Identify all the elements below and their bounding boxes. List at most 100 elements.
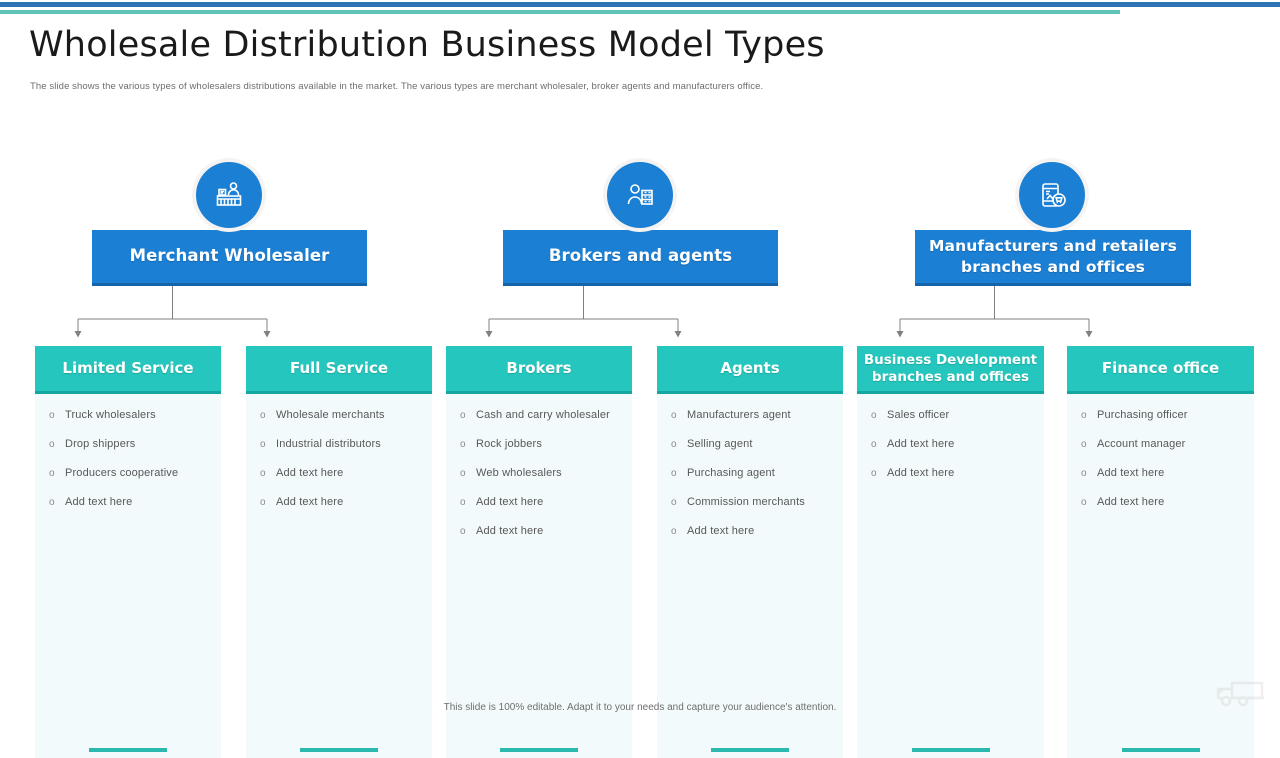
bullet-marker-icon: o — [1081, 438, 1087, 450]
list-item-label: Add text here — [276, 495, 344, 508]
card-heading[interactable]: Limited Service — [35, 346, 221, 394]
bullet-marker-icon: o — [260, 496, 266, 508]
card-accent-bar — [89, 748, 167, 752]
list-item-label: Truck wholesalers — [65, 409, 156, 421]
card-accent-bar — [1121, 748, 1200, 752]
bullet-marker-icon: o — [1081, 467, 1087, 479]
list-item[interactable]: o Add text here — [460, 495, 622, 511]
top-rule-teal — [0, 10, 1120, 14]
bullet-marker-icon: o — [260, 410, 266, 421]
list-item-label: Add text here — [687, 524, 755, 537]
connector-lines — [896, 286, 1093, 338]
list-item[interactable]: o Industrial distributors — [260, 437, 422, 453]
list-item[interactable]: o Add text here — [260, 466, 422, 482]
card-heading[interactable]: Business Development branches and office… — [857, 346, 1044, 394]
list-item[interactable]: o Manufacturers agent — [671, 408, 833, 424]
list-item-label: Add text here — [887, 437, 955, 450]
bullet-marker-icon: o — [49, 496, 55, 508]
list-item[interactable]: o Add text here — [460, 524, 622, 540]
card-accent-bar — [911, 748, 990, 752]
list-item-label: Add text here — [1097, 495, 1165, 508]
list-item[interactable]: o Add text here — [1081, 466, 1244, 482]
list-item-label: Sales officer — [887, 409, 950, 421]
list-item-label: Account manager — [1097, 437, 1186, 450]
list-item-label: Wholesale merchants — [276, 409, 385, 421]
card-accent-bar — [500, 748, 578, 752]
bullet-marker-icon: o — [260, 438, 266, 450]
bullet-marker-icon: o — [460, 496, 466, 508]
list-item-label: Web wholesalers — [476, 466, 562, 479]
bullet-marker-icon: o — [460, 438, 466, 450]
bullet-marker-icon: o — [871, 467, 877, 479]
card-accent-bar — [300, 748, 378, 752]
delivery-truck-icon — [1216, 681, 1264, 707]
bullet-marker-icon: o — [671, 496, 677, 508]
card-heading[interactable]: Agents — [657, 346, 843, 394]
list-item-label: Add text here — [476, 524, 544, 537]
page-title: Wholesale Distribution Business Model Ty… — [29, 25, 825, 65]
group-title-merchant-wholesaler[interactable]: Merchant Wholesaler — [92, 230, 367, 286]
list-item-label: Manufacturers agent — [687, 409, 791, 421]
bullet-marker-icon: o — [671, 410, 677, 421]
bullet-marker-icon: o — [671, 438, 677, 450]
list-item-label: Purchasing agent — [687, 466, 776, 479]
group-title-manufacturers-and-retailers[interactable]: Manufacturers and retailers branches and… — [915, 230, 1191, 286]
list-item[interactable]: o Purchasing officer — [1081, 408, 1244, 424]
bullet-marker-icon: o — [871, 410, 877, 421]
list-item-label: Purchasing officer — [1097, 409, 1188, 421]
card-business-development: Business Development branches and office… — [857, 346, 1044, 758]
bullet-marker-icon: o — [460, 525, 466, 537]
list-item-label: Add text here — [276, 466, 344, 479]
bullet-marker-icon: o — [1081, 410, 1087, 421]
bullet-marker-icon: o — [49, 410, 55, 421]
cashier-counter-icon — [196, 162, 262, 228]
bullet-marker-icon: o — [671, 467, 677, 479]
list-item[interactable]: o Account manager — [1081, 437, 1244, 453]
footer-note: This slide is 100% editable. Adapt it to… — [443, 702, 837, 713]
card-heading[interactable]: Full Service — [246, 346, 432, 394]
list-item[interactable]: o Add text here — [1081, 495, 1244, 511]
page-subtitle: The slide shows the various types of who… — [30, 81, 764, 92]
list-item-label: Cash and carry wholesaler — [476, 409, 610, 421]
card-accent-bar — [711, 748, 789, 752]
list-item-label: Add text here — [1097, 466, 1165, 479]
list-item[interactable]: o Wholesale merchants — [260, 408, 422, 424]
bullet-marker-icon: o — [460, 467, 466, 479]
bullet-marker-icon: o — [49, 467, 55, 479]
list-item-label: Drop shippers — [65, 437, 136, 450]
group-title-brokers-and-agents[interactable]: Brokers and agents — [503, 230, 778, 286]
list-item[interactable]: o Producers cooperative — [49, 466, 211, 482]
list-item[interactable]: o Add text here — [49, 495, 211, 511]
connector-lines — [74, 286, 271, 338]
list-item[interactable]: o Purchasing agent — [671, 466, 833, 482]
bullet-marker-icon: o — [260, 467, 266, 479]
list-item[interactable]: o Web wholesalers — [460, 466, 622, 482]
list-item[interactable]: o Truck wholesalers — [49, 408, 211, 424]
card-heading[interactable]: Brokers — [446, 346, 632, 394]
list-item-label: Producers cooperative — [65, 466, 179, 479]
list-item-label: Add text here — [65, 495, 133, 508]
list-item[interactable]: o Sales officer — [871, 408, 1034, 424]
mobile-shopping-icon — [1019, 162, 1085, 228]
top-rule-blue — [0, 2, 1280, 7]
list-item-label: Add text here — [476, 495, 544, 508]
card-heading[interactable]: Finance office — [1067, 346, 1254, 394]
list-item-label: Industrial distributors — [276, 437, 381, 450]
list-item[interactable]: o Add text here — [260, 495, 422, 511]
broker-agent-icon — [607, 162, 673, 228]
list-item-label: Selling agent — [687, 437, 753, 450]
list-item[interactable]: o Selling agent — [671, 437, 833, 453]
bullet-marker-icon: o — [1081, 496, 1087, 508]
